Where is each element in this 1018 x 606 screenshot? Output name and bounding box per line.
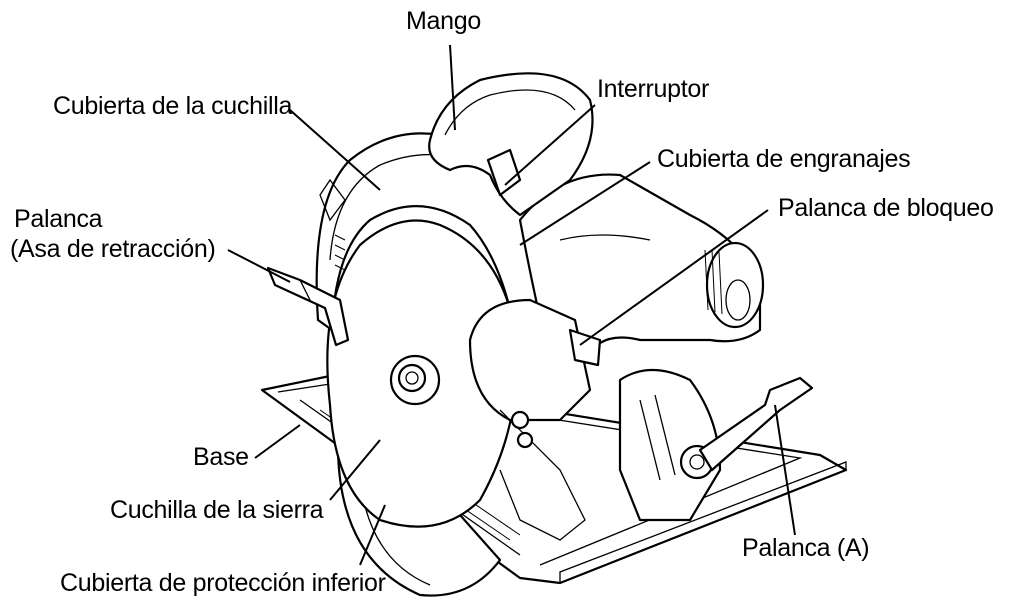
label-lever-line1: Palanca (14, 205, 103, 233)
label-handle: Mango (406, 7, 481, 35)
label-base: Base (193, 443, 249, 471)
label-lever-line2: (Asa de retracción) (10, 235, 216, 263)
label-lower-guard: Cubierta de protección inferior (60, 569, 386, 597)
leader-lines (227, 44, 796, 566)
front-assembly (468, 298, 602, 541)
retraction-lever (266, 266, 350, 347)
label-lever-a: Palanca (A) (742, 534, 870, 562)
saw-blade (326, 219, 518, 528)
bevel-bracket (618, 369, 814, 522)
label-blade-cover: Cubierta de la cuchilla (53, 92, 293, 120)
motor-housing (518, 173, 765, 362)
label-lock-lever: Palanca de bloqueo (778, 194, 994, 222)
handle (428, 72, 594, 217)
switch-trigger (486, 148, 522, 197)
label-gear-cover: Cubierta de engranajes (657, 145, 911, 173)
lever-a-shape (698, 376, 814, 472)
label-saw-blade: Cuchilla de la sierra (110, 496, 324, 524)
label-switch: Interruptor (597, 75, 710, 103)
